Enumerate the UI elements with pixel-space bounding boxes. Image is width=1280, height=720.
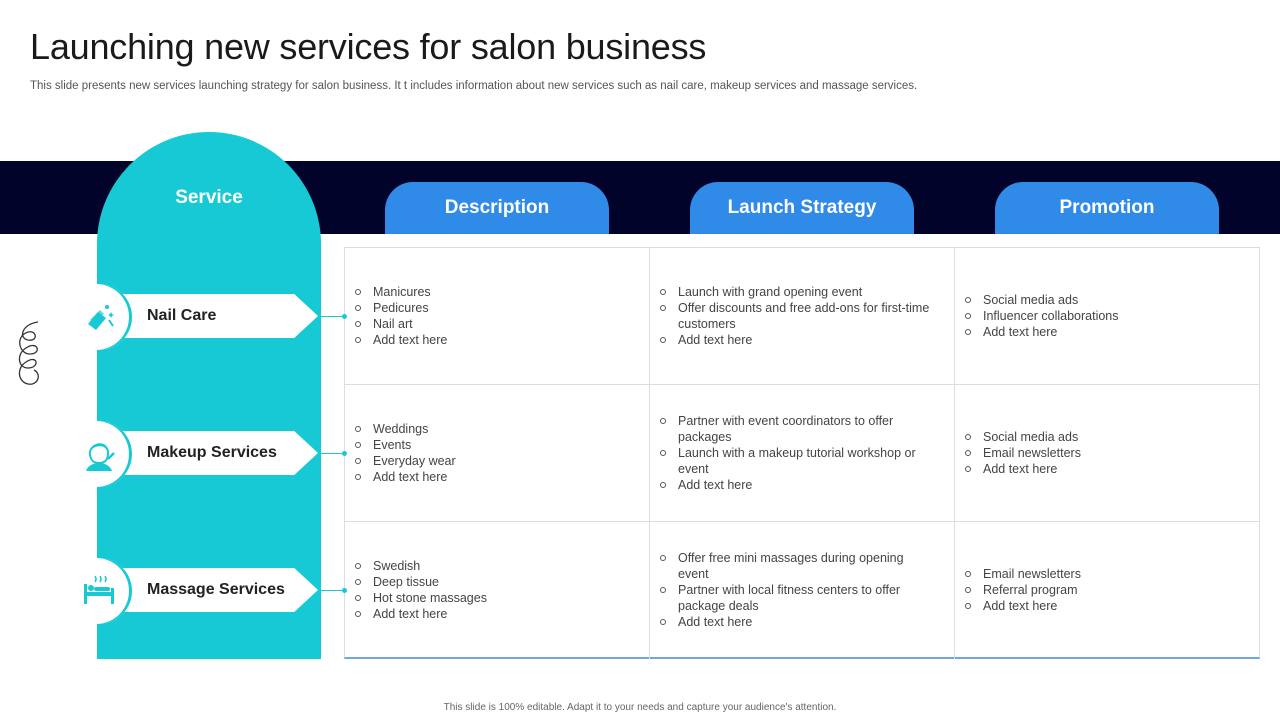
icon-badge	[66, 421, 132, 487]
icon-badge	[66, 284, 132, 350]
cell-makeup-description: Weddings Events Everyday wear Add text h…	[345, 385, 649, 521]
list-item: Deep tissue	[355, 574, 487, 590]
cell-massage-promotion: Email newsletters Referral program Add t…	[955, 522, 1259, 658]
list-item: Add text here	[965, 598, 1081, 614]
row-connector	[318, 314, 347, 319]
list-item: Events	[355, 437, 456, 453]
list-item: Offer free mini massages during opening …	[660, 550, 936, 582]
spring-decoration	[18, 321, 39, 385]
cell-massage-description: Swedish Deep tissue Hot stone massages A…	[345, 522, 649, 658]
list-item: Email newsletters	[965, 566, 1081, 582]
table-divider	[344, 521, 1260, 522]
service-column-heading: Service	[175, 187, 243, 208]
list-item: Influencer collaborations	[965, 308, 1119, 324]
list-item: Add text here	[965, 324, 1119, 340]
makeup-woman-icon	[86, 443, 115, 471]
table-divider	[344, 384, 1260, 385]
table-divider	[649, 247, 650, 659]
list-item: Offer discounts and free add-ons for fir…	[660, 300, 936, 332]
service-label-nail-care: Nail Care	[120, 294, 318, 338]
list-item: Pedicures	[355, 300, 447, 316]
cell-nail-care-description: Manicures Pedicures Nail art Add text he…	[345, 248, 649, 384]
icon-badge	[66, 558, 132, 624]
list-item: Add text here	[355, 469, 456, 485]
launch-strategy-column-heading: Launch Strategy	[690, 182, 914, 234]
promotion-column-heading: Promotion	[995, 182, 1219, 234]
cell-makeup-promotion: Social media ads Email newsletters Add t…	[955, 385, 1259, 521]
list-item: Social media ads	[965, 429, 1081, 445]
list-item: Add text here	[660, 332, 936, 348]
row-connector	[318, 451, 347, 456]
list-item: Launch with grand opening event	[660, 284, 936, 300]
list-item: Add text here	[660, 614, 936, 630]
cell-nail-care-promotion: Social media ads Influencer collaboratio…	[955, 248, 1259, 384]
service-name: Massage Services	[147, 581, 285, 598]
list-item: Partner with local fitness centers to of…	[660, 582, 936, 614]
nail-care-icon	[88, 305, 114, 330]
list-item: Referral program	[965, 582, 1081, 598]
list-item: Hot stone massages	[355, 590, 487, 606]
service-label-massage: Massage Services	[120, 568, 318, 612]
page-subtitle: This slide presents new services launchi…	[30, 80, 918, 92]
list-item: Add text here	[355, 606, 487, 622]
list-item: Partner with event coordinators to offer…	[660, 413, 936, 445]
list-item: Add text here	[660, 477, 936, 493]
table-divider	[954, 247, 955, 659]
list-item: Swedish	[355, 558, 487, 574]
footer-note: This slide is 100% editable. Adapt it to…	[443, 702, 837, 713]
list-item: Everyday wear	[355, 453, 456, 469]
list-item: Manicures	[355, 284, 447, 300]
list-item: Weddings	[355, 421, 456, 437]
cell-nail-care-launch: Launch with grand opening event Offer di…	[650, 248, 954, 384]
list-item: Add text here	[355, 332, 447, 348]
service-name: Makeup Services	[147, 444, 277, 461]
list-item: Social media ads	[965, 292, 1119, 308]
page-title: Launching new services for salon busines…	[30, 26, 707, 67]
massage-table-icon	[84, 575, 114, 604]
row-connector	[318, 588, 347, 593]
cell-makeup-launch: Partner with event coordinators to offer…	[650, 385, 954, 521]
list-item: Launch with a makeup tutorial workshop o…	[660, 445, 936, 477]
description-column-heading: Description	[385, 182, 609, 234]
service-label-makeup: Makeup Services	[120, 431, 318, 475]
cell-massage-launch: Offer free mini massages during opening …	[650, 522, 954, 658]
list-item: Email newsletters	[965, 445, 1081, 461]
list-item: Add text here	[965, 461, 1081, 477]
service-name: Nail Care	[147, 307, 217, 324]
list-item: Nail art	[355, 316, 447, 332]
